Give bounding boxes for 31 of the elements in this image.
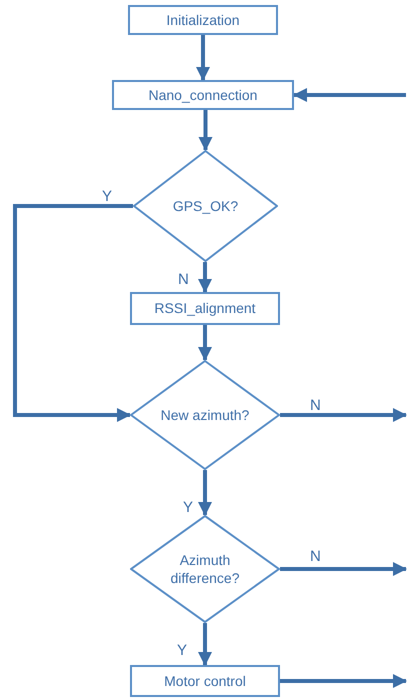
decision-diamond — [130, 515, 280, 623]
arrow — [280, 674, 407, 688]
decision-diamond — [133, 150, 278, 262]
arrow — [280, 408, 407, 422]
node-label: Motor control — [164, 672, 246, 690]
edge-label: Y — [175, 643, 190, 658]
arrow — [198, 110, 212, 151]
arrow — [198, 262, 212, 293]
arrow — [198, 470, 212, 516]
node-label: Azimuth difference? — [169, 550, 240, 588]
arrow — [293, 88, 406, 102]
edge-label: Y — [100, 189, 114, 204]
arrow — [280, 562, 407, 576]
node-label: RSSI_alignment — [154, 299, 256, 318]
process-box — [128, 5, 278, 35]
process-box — [130, 665, 280, 697]
arrow — [196, 35, 210, 81]
node-label: GPS_OK? — [172, 196, 238, 216]
edge-label: N — [176, 272, 191, 287]
node-label: Nano_connection — [148, 86, 258, 104]
arrow — [13, 204, 133, 422]
edge-label: Y — [181, 500, 196, 515]
arrow — [198, 325, 212, 361]
decision-diamond — [130, 360, 280, 470]
node-label: New azimuth? — [160, 406, 250, 424]
arrow — [198, 623, 212, 666]
process-box — [130, 292, 280, 325]
edge-label: N — [308, 398, 323, 413]
node-label: Initialization — [166, 10, 240, 30]
edge-label: N — [308, 549, 323, 564]
process-box — [112, 80, 294, 110]
